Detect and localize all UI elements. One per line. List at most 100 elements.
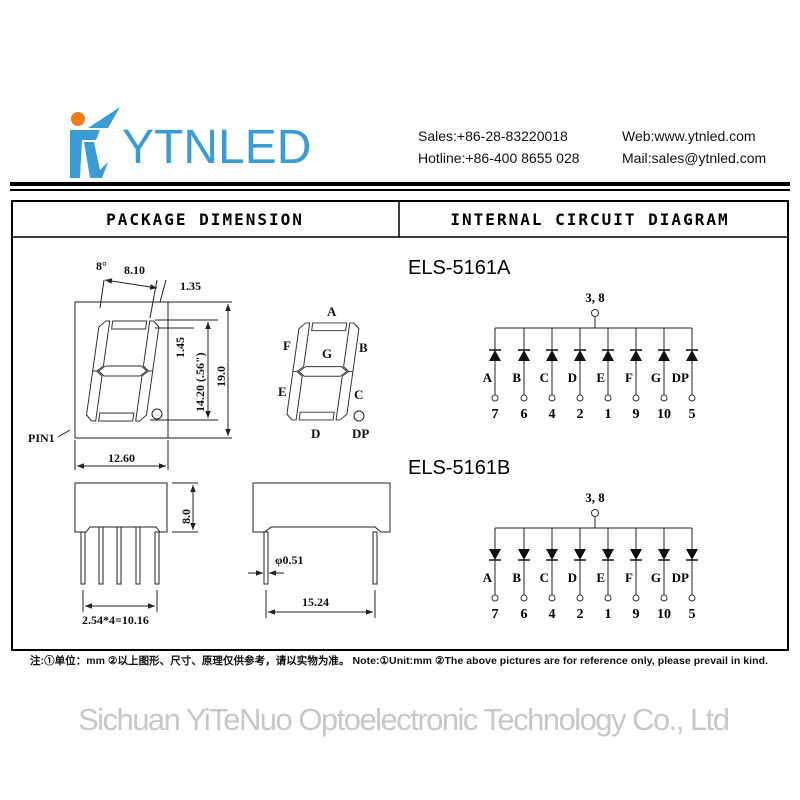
circuit-model-title: ELS-5161B [408, 457, 510, 479]
diode-icon [489, 549, 501, 560]
segment-label: A [483, 570, 493, 585]
dim-segment-width: 1.35 [180, 279, 201, 293]
diode-icon [630, 350, 642, 361]
circuit-model-title: ELS-5161A [408, 257, 511, 279]
dim-body-width: 12.60 [108, 451, 135, 465]
segment-label: F [625, 370, 633, 385]
diode-icon [658, 549, 670, 560]
circuit-diagram-heading: INTERNAL CIRCUIT DIAGRAM [450, 210, 729, 229]
diode-branch: A7 [483, 328, 501, 422]
common-pin-label: 3, 8 [585, 290, 605, 305]
pin-terminal [576, 394, 584, 402]
website: Web:www.ytnled.com [622, 128, 756, 144]
diode-branch: A7 [483, 528, 501, 622]
seg-label-d: D [311, 426, 320, 441]
diode-branch: E1 [596, 328, 614, 422]
pin-number: 6 [521, 607, 528, 622]
diode-branch: G 10 [651, 528, 671, 622]
pin1-label: PIN1 [28, 431, 55, 445]
diode-icon [602, 350, 614, 361]
seg-label-f: F [283, 338, 291, 353]
diode-branch: DP 5 [672, 528, 698, 622]
logo-text: YTNLED [122, 121, 311, 174]
common-terminal [591, 509, 599, 517]
pin-terminal [520, 394, 528, 402]
pin-terminal [491, 394, 499, 402]
diode-icon [489, 350, 501, 361]
pin-terminal [604, 394, 612, 402]
diode-branch: C4 [540, 328, 558, 422]
segment-label: C [540, 370, 549, 385]
segment-map-drawing [285, 322, 365, 422]
logo-figure-icon [70, 107, 120, 178]
pin-terminal [688, 594, 696, 602]
segment-label: G [651, 370, 661, 385]
front-view-drawing [57, 278, 232, 470]
package-dimension-heading: PACKAGE DIMENSION [106, 210, 304, 229]
pin-terminal [688, 394, 696, 402]
diode-icon [686, 549, 698, 560]
segment-label: DP [672, 570, 689, 585]
dim-digit-height: 14.20 (.56") [193, 352, 207, 412]
common-terminal [591, 309, 599, 317]
segment-label: D [568, 370, 577, 385]
segment-label: DP [672, 370, 689, 385]
pin-number: 10 [657, 607, 671, 622]
dim-pin-diameter: φ0.51 [275, 553, 304, 567]
segment-label: E [596, 370, 605, 385]
segment-label: D [568, 570, 577, 585]
pin-number: 9 [633, 607, 640, 622]
diode-branch: C4 [540, 528, 558, 622]
dim-depth: 8.0 [179, 509, 193, 524]
watermark: Sichuan YiTeNuo Optoelectronic Technolog… [78, 702, 730, 737]
pin-number: 1 [605, 607, 612, 622]
segment-label: B [512, 570, 521, 585]
pin-terminal [548, 594, 556, 602]
diode-branch: D2 [568, 528, 586, 622]
diode-branch: F9 [625, 328, 642, 422]
pin-number: 7 [492, 607, 499, 622]
seg-label-g: G [322, 346, 332, 361]
pin-terminal [660, 394, 668, 402]
segment-label: E [596, 570, 605, 585]
pin-terminal [491, 594, 499, 602]
pin-number: 7 [492, 407, 499, 422]
segment-label: G [651, 570, 661, 585]
pin-number: 5 [689, 607, 696, 622]
dim-angle: 8° [96, 259, 107, 273]
diode-branch: B6 [512, 528, 530, 622]
dim-body-height: 19.0 [214, 366, 228, 387]
header-rule-thin [10, 189, 790, 191]
pin-number: 4 [549, 407, 556, 422]
diode-branch: DP5 [672, 328, 698, 422]
seg-label-b: B [359, 340, 368, 355]
seg-label-dp: DP [352, 426, 369, 441]
diode-branch: E1 [596, 528, 614, 622]
pin-terminal [632, 594, 640, 602]
diode-icon [546, 350, 558, 361]
pin-number: 2 [577, 407, 584, 422]
pin-number: 4 [549, 607, 556, 622]
diode-icon [518, 350, 530, 361]
diode-branch: D2 [568, 328, 586, 422]
diode-icon [686, 350, 698, 361]
header-rule-thick [10, 182, 790, 186]
diode-branch: B6 [512, 328, 530, 422]
diode-icon [518, 549, 530, 560]
logo: YTNLED [70, 107, 311, 178]
dim-row-spacing: 15.24 [302, 595, 329, 609]
footer-note: 注:①单位：mm ②以上图形、尺寸、原理仅供参考，请以实物为准。 Note:①U… [30, 654, 768, 667]
diode-icon [658, 350, 670, 361]
content-frame [11, 200, 789, 651]
hotline: Hotline:+86-400 8655 028 [418, 150, 580, 166]
segment-label: B [512, 370, 521, 385]
diode-branch: G10 [651, 328, 671, 422]
diode-icon [546, 549, 558, 560]
common-pin-label: 3, 8 [585, 490, 605, 505]
pin-terminal [660, 594, 668, 602]
segment-label: F [625, 570, 633, 585]
pin-number: 9 [633, 407, 640, 422]
segment-label: A [483, 370, 493, 385]
